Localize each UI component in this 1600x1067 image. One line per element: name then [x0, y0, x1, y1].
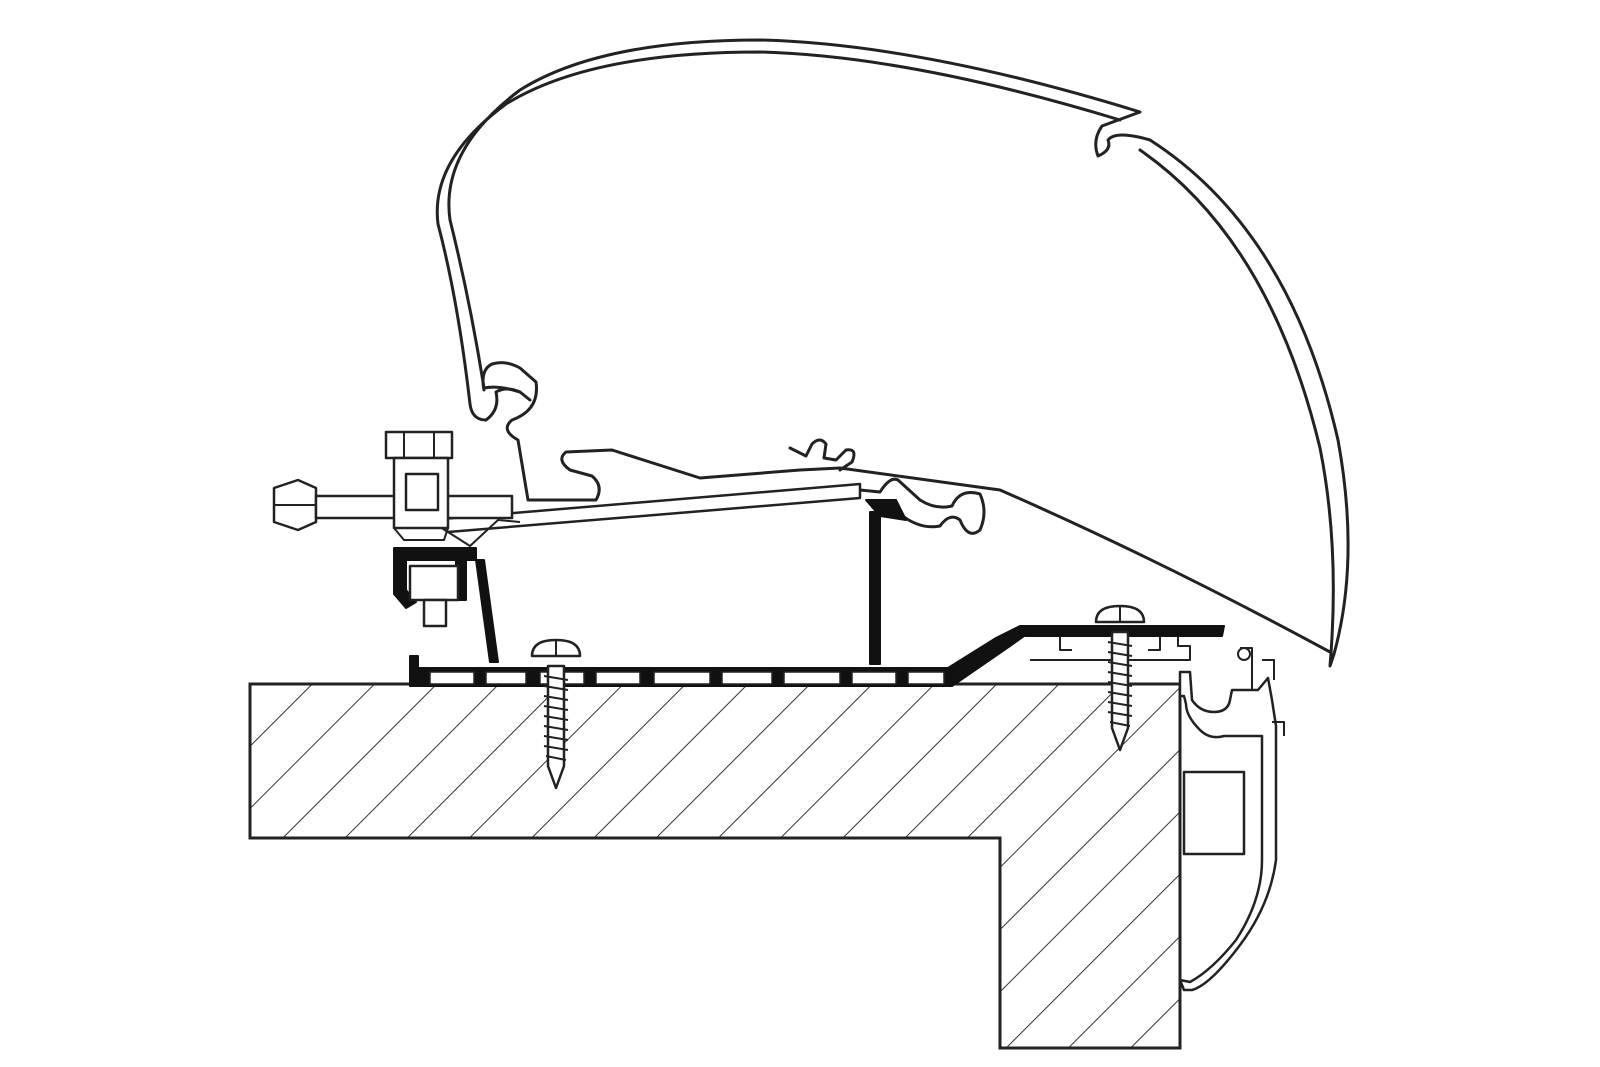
wood-screw — [530, 638, 582, 790]
wood-screw — [1094, 604, 1146, 752]
bracket-nut — [422, 598, 448, 628]
mounting-bracket — [393, 547, 477, 628]
adapter-profile — [409, 499, 1225, 687]
adapter-teeth — [429, 671, 945, 685]
awning-cassette — [435, 38, 1350, 668]
roof-panel — [248, 682, 1182, 1050]
wall-insert — [1182, 770, 1246, 856]
nut — [384, 430, 454, 541]
side-wall-profile — [1178, 647, 1285, 992]
